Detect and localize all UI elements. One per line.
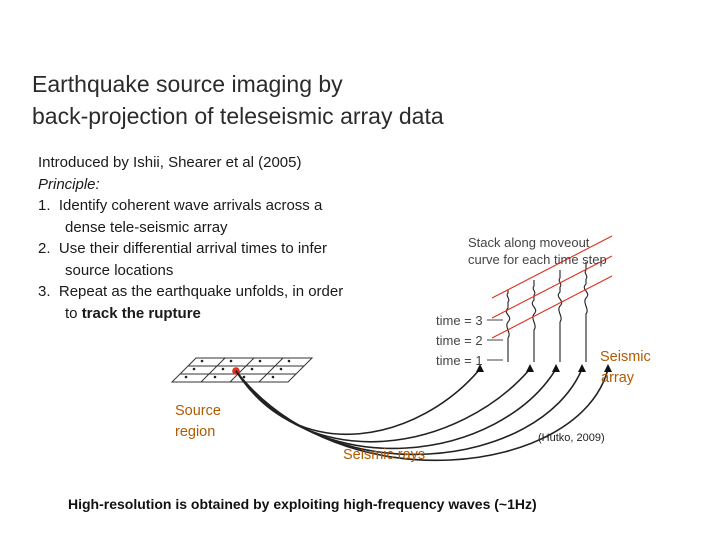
stack-label-line-2: curve for each time step (468, 252, 607, 267)
seismic-array-line-2: array (601, 370, 635, 386)
seismogram-2 (531, 280, 537, 362)
time-label-2: time = 2 (436, 333, 483, 348)
list-item-3-bold: track the rupture (81, 304, 201, 322)
seismogram-4 (583, 262, 589, 362)
list-item-1-cont: dense tele-seismic array (65, 218, 228, 236)
source-region-label: Source region (175, 401, 221, 443)
list-item-3-text: Repeat as the earthquake unfolds, in ord… (58, 283, 344, 300)
principle-list: Introduced by Ishii, Shearer et al (2005… (38, 152, 398, 324)
seismograms (505, 262, 589, 362)
grid-points (184, 359, 291, 379)
time-label-3: time = 3 (436, 313, 483, 328)
list-item-2-text: Use their differential arrival times to … (58, 240, 328, 257)
title-line-1: Earthquake source imaging by (32, 71, 343, 97)
seismic-array-line-1: Seismic (600, 349, 651, 365)
list-item-3-prefix: to (65, 304, 82, 322)
list-item-1: 1. Identify coherent wave arrivals acros… (38, 195, 398, 217)
list-number-1: 1. (38, 197, 51, 214)
moveout-curve-2 (491, 255, 613, 319)
moveout-curve-3 (491, 235, 613, 299)
seismic-ray-paths (235, 368, 609, 462)
moveout-curve-1 (491, 275, 613, 339)
time-label-1: time = 1 (436, 353, 483, 368)
seismic-rays-label: Seismic rays (343, 447, 426, 463)
station-5 (604, 364, 612, 372)
title-line-2: back-projection of teleseismic array dat… (32, 103, 444, 129)
intro-text: Introduced by Ishii, Shearer et al (2005… (38, 154, 302, 171)
seismic-ray-2 (235, 368, 531, 443)
seismic-ray-1 (235, 368, 481, 436)
list-item-2-cont: source locations (65, 261, 174, 279)
station-3 (552, 364, 560, 372)
seismogram-1 (505, 290, 511, 362)
list-item-3: 3. Repeat as the earthquake unfolds, in … (38, 281, 398, 303)
time-lines (487, 319, 503, 361)
station-2 (526, 364, 534, 372)
list-item-3-cont: to track the rupture (38, 303, 398, 325)
source-grid (170, 357, 314, 383)
source-region-line-1: Source (175, 403, 221, 419)
station-4 (578, 364, 586, 372)
footer-note: High-resolution is obtained by exploitin… (68, 496, 537, 512)
seismic-ray-5 (235, 368, 609, 462)
source-region-line-2: region (175, 424, 216, 440)
principle-heading: Principle: (38, 175, 100, 193)
list-number-2: 2. (38, 240, 51, 257)
seismogram-3 (557, 270, 563, 362)
station-1 (476, 364, 484, 372)
slide-title: Earthquake source imaging by back-projec… (32, 68, 672, 132)
moveout-curves (491, 235, 613, 339)
seismic-stations (476, 364, 612, 372)
stack-label-line-1: Stack along moveout (468, 235, 590, 250)
list-item-1-text: Identify coherent wave arrivals across a (58, 197, 323, 214)
seismic-array-label: Seismic array (600, 347, 651, 389)
citation: (Hutko, 2009) (538, 432, 605, 444)
list-number-3: 3. (38, 283, 51, 300)
list-item-2: 2. Use their differential arrival times … (38, 238, 398, 260)
